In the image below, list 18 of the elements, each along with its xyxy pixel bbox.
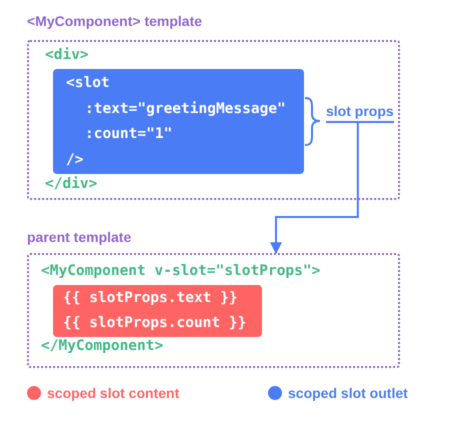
code-line: </div> [45, 175, 98, 194]
slot-props-label: slot props [326, 102, 394, 123]
slot-content-box [53, 285, 262, 337]
code-line: {{ slotProps.count }} [63, 314, 246, 333]
code-line: {{ slotProps.text }} [63, 289, 238, 308]
code-line: </MyComponent> [41, 337, 164, 356]
slot-outlet-box [53, 69, 304, 174]
code-line: :text="greetingMessage" [85, 100, 286, 119]
code-line: :count="1" [85, 125, 172, 144]
arrow [270, 123, 359, 254]
frame-title: <MyComponent> template [27, 12, 202, 30]
frame-title: parent template [27, 228, 132, 246]
code-line: <MyComponent v-slot="slotProps"> [41, 262, 320, 281]
legend-label: scoped slot outlet [288, 384, 408, 402]
code-line: <div> [45, 46, 89, 65]
code-line: /> [66, 151, 84, 170]
code-line: <slot [66, 74, 110, 93]
legend-label: scoped slot content [47, 384, 180, 402]
